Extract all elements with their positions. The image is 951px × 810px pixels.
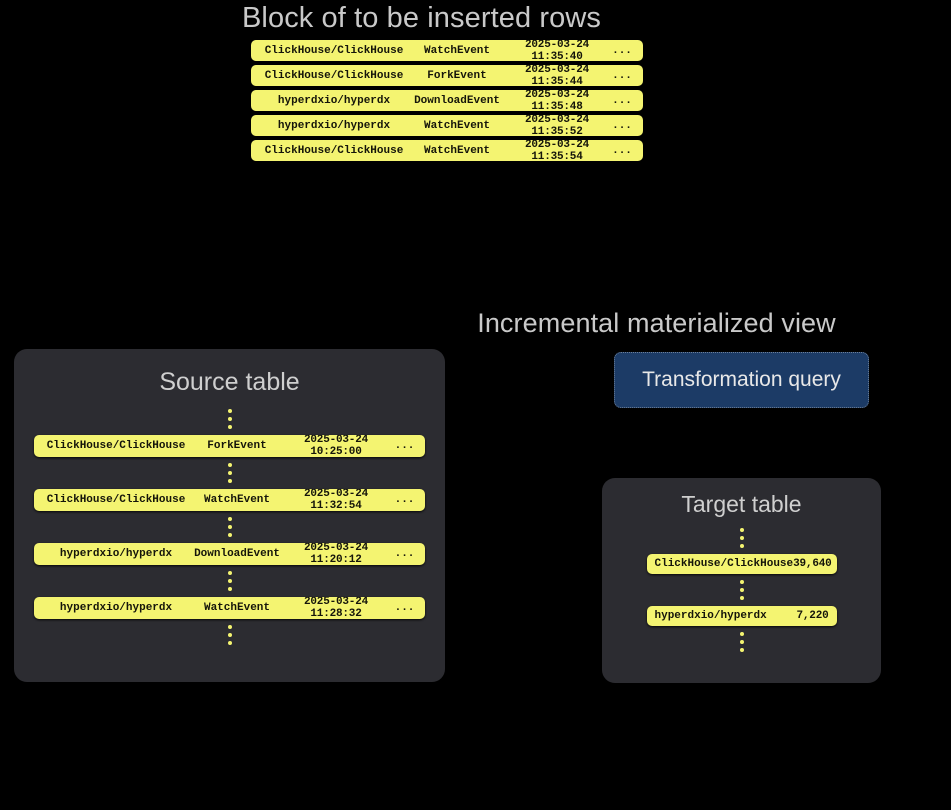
table-row: ClickHouse/ClickHouse ForkEvent 2025-03-… [251, 65, 643, 86]
table-row: ClickHouse/ClickHouse 39,640 [646, 554, 837, 574]
ellipsis-dots [227, 625, 232, 645]
table-row: ClickHouse/ClickHouse ForkEvent 2025-03-… [34, 435, 425, 457]
ellipsis-dots [227, 463, 232, 483]
row-event: WatchEvent [203, 494, 270, 506]
row-repo: hyperdxio/hyperdx [59, 602, 173, 614]
row-repo: hyperdxio/hyperdx [59, 548, 173, 560]
row-timestamp: 2025-03-24 11:20:12 [303, 543, 368, 565]
table-row: ClickHouse/ClickHouse WatchEvent 2025-03… [251, 140, 643, 161]
ellipsis-dots [739, 528, 744, 548]
ellipsis-dots [739, 632, 744, 652]
row-event: WatchEvent [423, 44, 490, 57]
row-event: WatchEvent [423, 119, 490, 132]
transformation-query-box[interactable]: Transformation query [614, 352, 869, 408]
row-repo: ClickHouse/ClickHouse [654, 558, 794, 570]
row-more: ... [394, 548, 415, 560]
row-count: 39,640 [793, 558, 832, 570]
row-count: 7,220 [796, 610, 829, 622]
source-table-title: Source table [159, 368, 300, 396]
row-timestamp: 2025-03-24 11:35:52 [524, 115, 589, 136]
row-repo: hyperdxio/hyperdx [277, 94, 391, 107]
ellipsis-dots [739, 580, 744, 600]
target-table-rows: ClickHouse/ClickHouse 39,640 hyperdxio/h… [602, 522, 881, 658]
row-repo: hyperdxio/hyperdx [277, 119, 391, 132]
row-repo: ClickHouse/ClickHouse [46, 440, 186, 452]
target-table-title: Target table [681, 491, 802, 517]
row-more: ... [394, 440, 415, 452]
row-more: ... [612, 119, 632, 132]
row-timestamp: 2025-03-24 10:25:00 [303, 435, 368, 457]
row-timestamp: 2025-03-24 11:35:40 [524, 40, 589, 61]
source-table-panel: Source table ClickHouse/ClickHouse ForkE… [14, 349, 445, 682]
row-event: WatchEvent [423, 144, 490, 157]
row-timestamp: 2025-03-24 11:32:54 [303, 489, 368, 511]
table-row: hyperdxio/hyperdx DownloadEvent 2025-03-… [251, 90, 643, 111]
row-more: ... [612, 44, 632, 57]
row-more: ... [612, 69, 632, 82]
row-repo: ClickHouse/ClickHouse [264, 144, 404, 157]
row-repo: ClickHouse/ClickHouse [264, 69, 404, 82]
row-more: ... [394, 602, 415, 614]
row-more: ... [394, 494, 415, 506]
insert-block-rows: ClickHouse/ClickHouse WatchEvent 2025-03… [251, 40, 643, 161]
row-more: ... [612, 94, 632, 107]
row-timestamp: 2025-03-24 11:35:48 [524, 90, 589, 111]
row-event: DownloadEvent [414, 94, 500, 107]
insert-block-title: Block of to be inserted rows [241, 2, 602, 34]
table-row: hyperdxio/hyperdx 7,220 [646, 606, 837, 626]
table-row: hyperdxio/hyperdx WatchEvent 2025-03-24 … [251, 115, 643, 136]
table-row: ClickHouse/ClickHouse WatchEvent 2025-03… [251, 40, 643, 61]
row-event: ForkEvent [207, 440, 267, 452]
row-event: DownloadEvent [194, 548, 280, 560]
ellipsis-dots [227, 409, 232, 429]
row-repo: hyperdxio/hyperdx [654, 610, 767, 622]
ellipsis-dots [227, 571, 232, 591]
row-repo: ClickHouse/ClickHouse [46, 494, 186, 506]
target-table-panel: Target table ClickHouse/ClickHouse 39,64… [602, 478, 881, 683]
row-more: ... [612, 144, 632, 157]
row-timestamp: 2025-03-24 11:35:54 [524, 140, 589, 161]
table-row: hyperdxio/hyperdx WatchEvent 2025-03-24 … [34, 597, 425, 619]
table-row: hyperdxio/hyperdx DownloadEvent 2025-03-… [34, 543, 425, 565]
row-timestamp: 2025-03-24 11:35:44 [524, 65, 589, 86]
materialized-view-title: Incremental materialized view [477, 308, 836, 338]
row-event: WatchEvent [203, 602, 270, 614]
ellipsis-dots [227, 517, 232, 537]
source-table-rows: ClickHouse/ClickHouse ForkEvent 2025-03-… [14, 403, 445, 651]
table-row: ClickHouse/ClickHouse WatchEvent 2025-03… [34, 489, 425, 511]
row-timestamp: 2025-03-24 11:28:32 [303, 597, 368, 619]
row-event: ForkEvent [427, 69, 487, 82]
row-repo: ClickHouse/ClickHouse [264, 44, 404, 57]
